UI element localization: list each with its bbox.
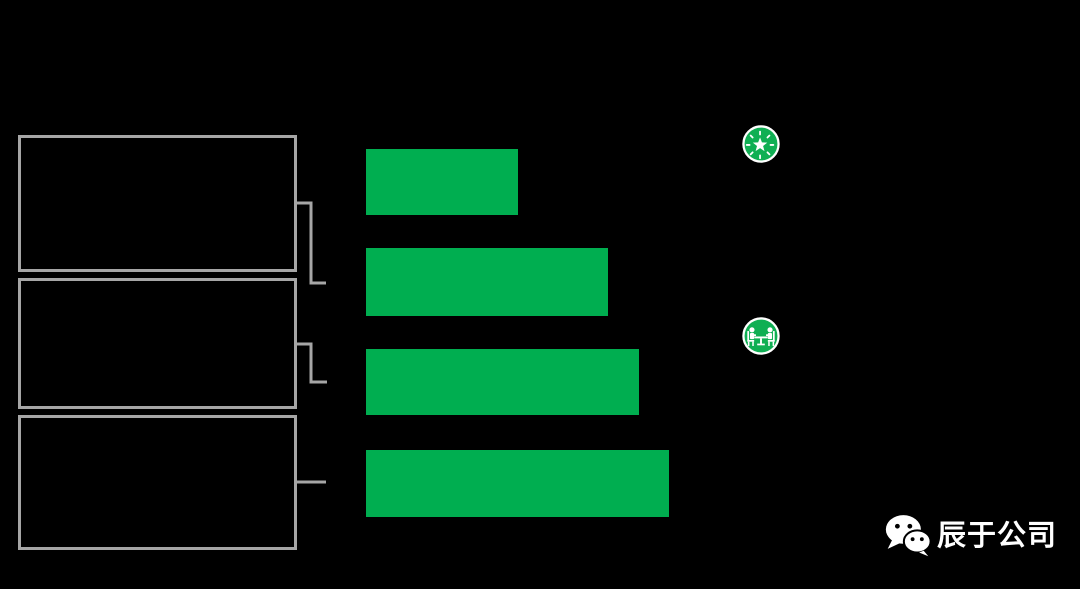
connector-box1-to-bar2 [297, 201, 326, 285]
annotation-box-1 [18, 135, 297, 272]
bar-4 [366, 450, 669, 517]
bar-2 [366, 248, 608, 316]
annotation-box-2 [18, 278, 297, 409]
annotation-box-3 [18, 415, 297, 550]
wechat-icon [885, 515, 932, 557]
meeting-table-icon [742, 317, 780, 355]
bar-1 [366, 149, 518, 215]
bar-3 [366, 349, 639, 415]
watermark: 辰于公司 [884, 513, 1057, 557]
sparkle-star-icon [742, 125, 780, 163]
watermark-text: 辰于公司 [937, 517, 1058, 552]
connector-box2-to-bar3 [297, 342, 327, 384]
